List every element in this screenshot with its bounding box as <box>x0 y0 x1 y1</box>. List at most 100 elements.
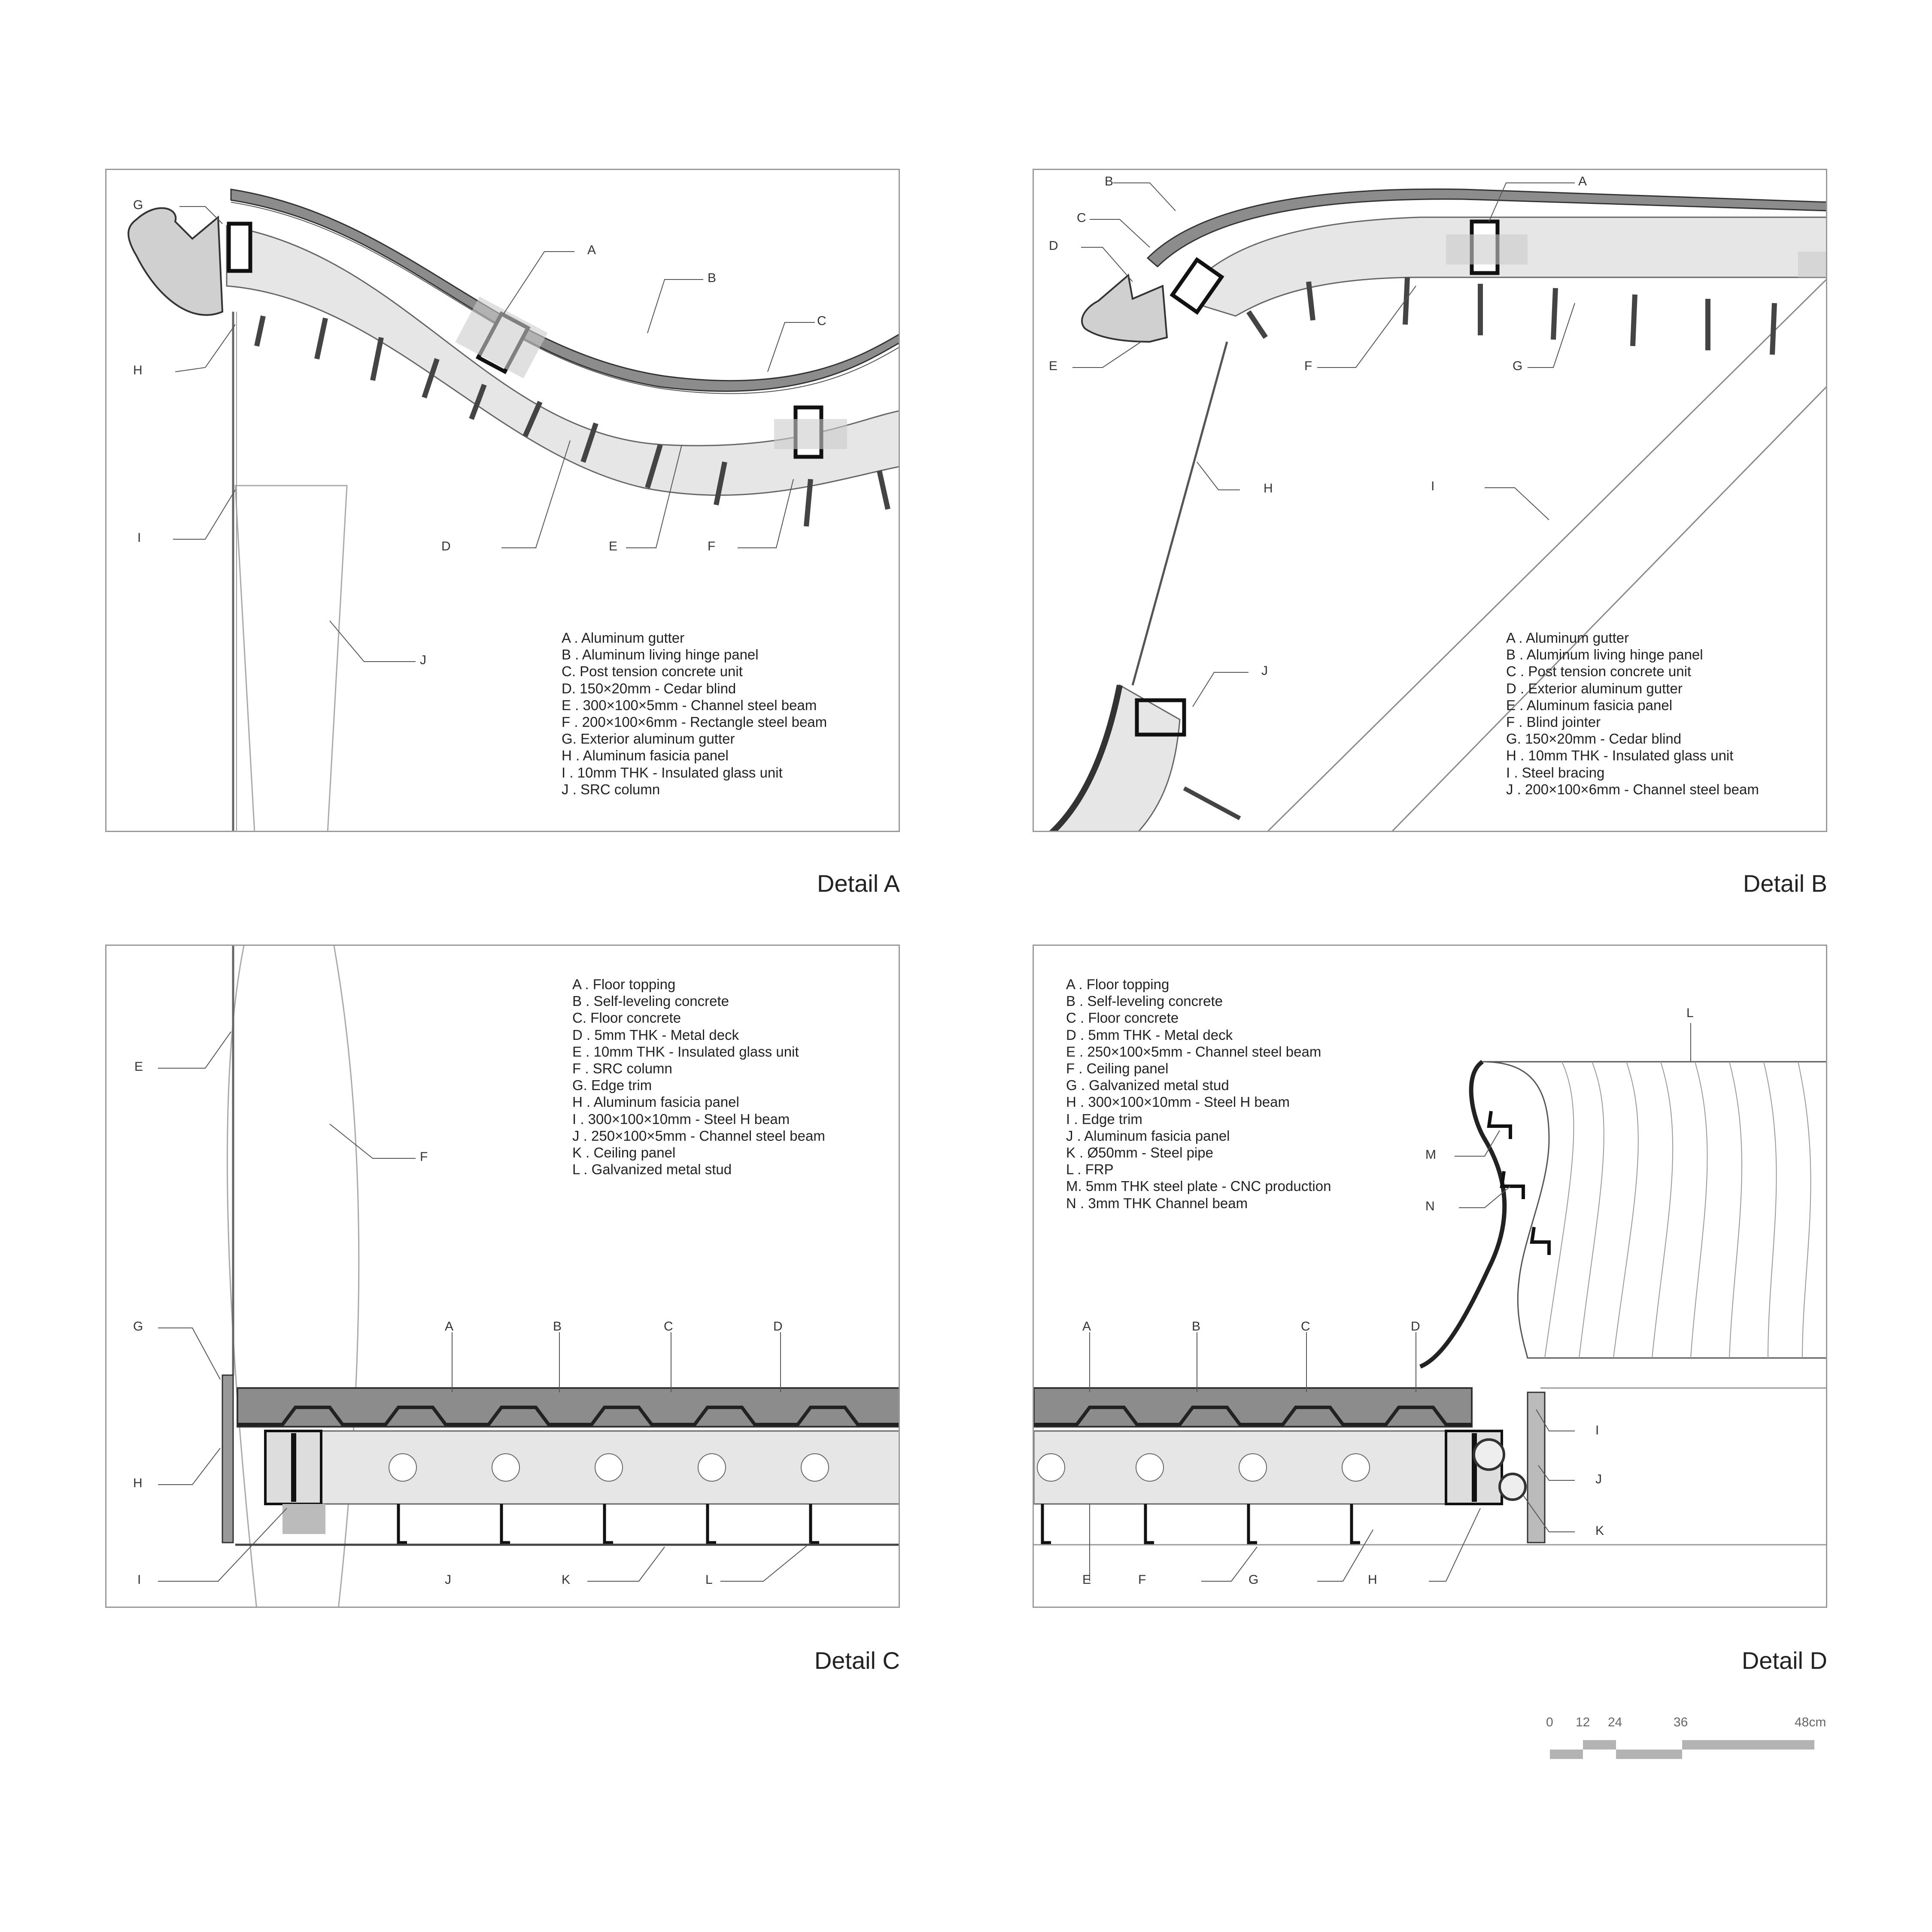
callout-e: E <box>1049 359 1058 373</box>
legend-item: G. Exterior aluminum gutter <box>562 731 735 747</box>
callout-b: B <box>1192 1319 1201 1334</box>
callout-f: F <box>708 539 716 553</box>
floor-slab <box>237 1387 899 1428</box>
legend-item: D . 5mm THK - Metal deck <box>572 1027 739 1043</box>
detail-c-panel: E F G A B C D H I J K L A . Floor toppin… <box>105 945 900 1608</box>
legend-item: D. 150×20mm - Cedar blind <box>562 680 736 696</box>
legend-item: L . FRP <box>1066 1161 1114 1178</box>
callout-g: G <box>133 1319 143 1334</box>
legend-item: C . Post tension concrete unit <box>1506 663 1692 680</box>
legend-item: B . Aluminum living hinge panel <box>562 647 759 663</box>
detail-a-drawing <box>128 188 899 831</box>
legend-item: D . Exterior aluminum gutter <box>1506 680 1683 696</box>
legend-item: I . 300×100×10mm - Steel H beam <box>572 1111 790 1127</box>
callout-h: H <box>133 1476 143 1490</box>
callout-l: L <box>1686 1006 1694 1020</box>
metal-studs <box>397 1504 819 1544</box>
callout-d: D <box>441 539 451 553</box>
detail-b-legend: A . Aluminum gutter B . Aluminum living … <box>1506 629 1759 798</box>
rect-beam-c <box>1170 257 1224 315</box>
fascia-panel <box>222 1374 234 1543</box>
steel-pipe-1 <box>1473 1438 1505 1471</box>
callout-i: I <box>1431 479 1435 493</box>
legend-item: K . Ø50mm - Steel pipe <box>1066 1145 1213 1161</box>
callout-f: F <box>1138 1573 1146 1587</box>
legend-item: E . Aluminum fasicia panel <box>1506 697 1673 713</box>
callout-b: B <box>553 1319 562 1334</box>
callout-b: B <box>708 271 717 285</box>
legend-item: E . 10mm THK - Insulated glass unit <box>572 1043 799 1060</box>
callout-d: D <box>773 1319 783 1334</box>
frp-ribs <box>1544 1061 1811 1358</box>
callout-b: B <box>1105 174 1114 188</box>
detail-d-drawing <box>1034 1023 1826 1582</box>
legend-item: F . Ceiling panel <box>1066 1060 1169 1077</box>
legend-item: A . Aluminum gutter <box>562 630 685 646</box>
callout-l: L <box>705 1573 713 1587</box>
callout-g: G <box>1249 1573 1259 1587</box>
detail-d-legend: A . Floor topping B . Self-leveling conc… <box>1066 976 1331 1212</box>
legend-item: J . 250×100×5mm - Channel steel beam <box>572 1127 825 1144</box>
bracing-1 <box>1267 279 1826 831</box>
legend-item: J . 200×100×6mm - Channel steel beam <box>1506 781 1759 797</box>
callout-n: N <box>1425 1199 1435 1213</box>
legend-item: N . 3mm THK Channel beam <box>1066 1195 1248 1211</box>
callout-a: A <box>445 1319 454 1334</box>
legend-item: I . Edge trim <box>1066 1111 1142 1127</box>
legend-item: J . SRC column <box>562 781 660 797</box>
cedar-blinds <box>1246 277 1777 355</box>
legend-item: E . 250×100×5mm - Channel steel beam <box>1066 1043 1321 1060</box>
detail-d-title: Detail D <box>1741 1647 1827 1674</box>
channel-beam-band <box>226 225 899 496</box>
exterior-gutter <box>128 207 224 316</box>
channel-beam-band <box>1179 216 1826 317</box>
metal-deck <box>237 1406 899 1426</box>
exterior-gutter <box>1081 273 1168 343</box>
fascia-curve <box>1419 1060 1507 1369</box>
fascia-curve <box>1049 684 1123 831</box>
callout-f: F <box>420 1150 428 1164</box>
rect-beam-g <box>227 222 252 273</box>
callout-d: D <box>1411 1319 1420 1334</box>
detail-c-legend: A . Floor topping B . Self-leveling conc… <box>572 976 825 1178</box>
callout-j: J <box>1261 664 1268 678</box>
detail-b-drawing <box>1049 182 1826 831</box>
legend-item: K . Ceiling panel <box>572 1145 676 1161</box>
callout-c: C <box>817 314 826 328</box>
concrete-unit <box>1146 188 1826 268</box>
callout-a: A <box>587 243 596 257</box>
scale-tick-12: 12 <box>1576 1715 1590 1729</box>
callout-k: K <box>562 1573 571 1587</box>
scale-bar: 0 12 24 36 48cm <box>1543 1713 1844 1765</box>
scale-tick-36: 36 <box>1674 1715 1688 1729</box>
legend-item: I . 10mm THK - Insulated glass unit <box>562 764 783 781</box>
scale-tick-48: 48cm <box>1795 1715 1826 1729</box>
steel-pipe-2 <box>1498 1473 1527 1501</box>
cedar-blinds <box>254 315 890 527</box>
legend-item: A . Aluminum gutter <box>1506 630 1629 646</box>
callout-m: M <box>1425 1148 1436 1162</box>
src-column-right <box>333 946 360 1607</box>
legend-item: C. Floor concrete <box>572 1010 681 1026</box>
legend-item: L . Galvanized metal stud <box>572 1161 732 1178</box>
metal-studs <box>1041 1504 1360 1544</box>
legend-item: M. 5mm THK steel plate - CNC production <box>1066 1178 1331 1194</box>
callout-i: I <box>1595 1423 1599 1437</box>
scale-tick-0: 0 <box>1546 1715 1553 1729</box>
glass-unit-line <box>1131 341 1228 686</box>
callout-j: J <box>1595 1472 1602 1486</box>
beam-holes <box>389 1453 829 1482</box>
legend-item: F . SRC column <box>572 1060 672 1077</box>
legend-item: C. Post tension concrete unit <box>562 663 743 680</box>
legend-item: G. Edge trim <box>572 1077 652 1094</box>
detail-d-panel: L M N A B C D I J K E F G H A . Floor to… <box>1033 945 1827 1608</box>
callout-e: E <box>134 1060 143 1074</box>
fascia-panel <box>1527 1391 1546 1543</box>
detail-a-legend: A . Aluminum gutter B . Aluminum living … <box>562 629 827 798</box>
src-column-left <box>226 946 257 1607</box>
scale-tick-24: 24 <box>1608 1715 1622 1729</box>
detail-b-panel: B A C D E F G H I J A . Aluminum gutter … <box>1033 169 1827 832</box>
detail-b-title: Detail B <box>1743 870 1827 897</box>
src-column <box>234 485 348 831</box>
legend-item: G. 150×20mm - Cedar blind <box>1506 731 1682 747</box>
